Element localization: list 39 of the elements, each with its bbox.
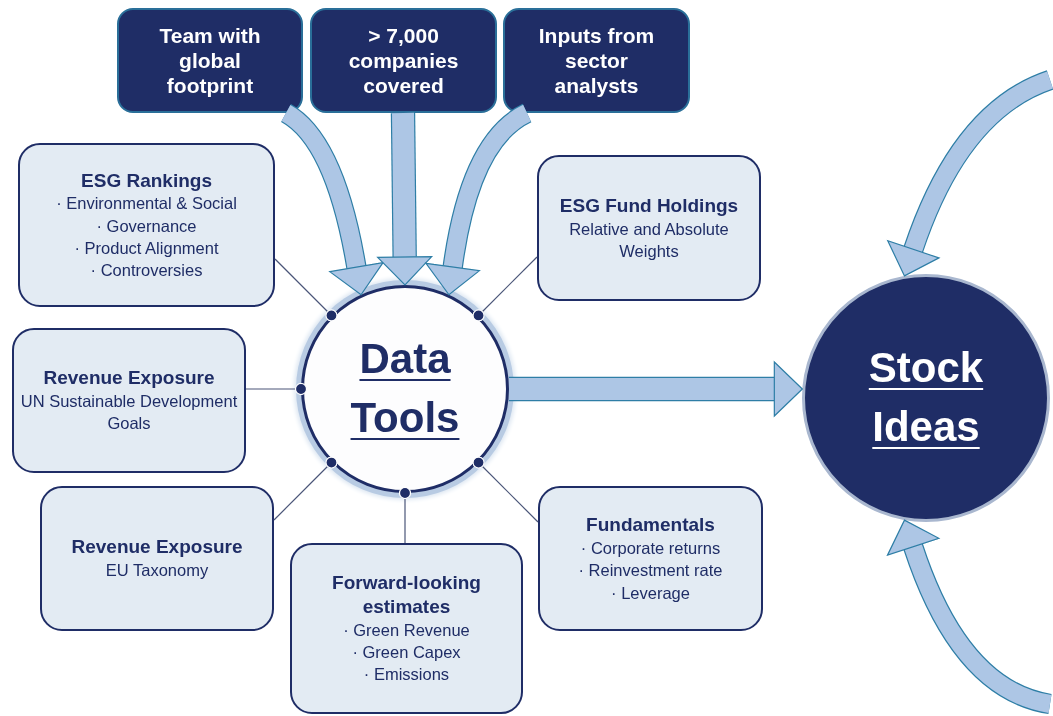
box-text: Relative and Absolute Weights xyxy=(568,218,730,262)
box-label: Inputs from sector analysts xyxy=(537,22,656,99)
connector-line xyxy=(274,258,338,322)
info-box xyxy=(538,486,763,631)
box-heading: ESG Rankings xyxy=(81,168,212,193)
connector-line xyxy=(273,456,338,521)
box-heading: Fundamentals xyxy=(586,513,715,537)
info-box xyxy=(40,486,274,631)
bullet-item: · Emissions xyxy=(363,664,450,686)
box-heading: Revenue Exposure xyxy=(43,366,215,391)
bullet-item: · Green Revenue xyxy=(343,619,470,641)
bullet-item: · Leverage xyxy=(611,582,690,604)
circle-label: Stock Ideas xyxy=(867,343,985,452)
input-box xyxy=(503,8,690,113)
info-box xyxy=(290,543,523,714)
bullet-item: · Governance xyxy=(96,215,197,237)
circle-label: Data Tools xyxy=(349,334,461,443)
box-heading: Revenue Exposure xyxy=(71,535,243,560)
connector-line xyxy=(472,256,538,322)
box-text: UN Sustainable Development Goals xyxy=(19,391,239,435)
bullet-item: · Product Alignment xyxy=(74,237,219,259)
bullet-item: · Environmental & Social xyxy=(56,193,237,215)
info-box xyxy=(18,143,275,307)
bullet-item: · Green Capex xyxy=(352,642,461,664)
input-box xyxy=(117,8,303,113)
box-heading: ESG Fund Holdings xyxy=(559,193,739,218)
bullet-item: · Reinvestment rate xyxy=(578,560,723,582)
box-text: EU Taxonomy xyxy=(105,560,209,582)
bullet-item: · Controversies xyxy=(90,260,203,282)
connector-line xyxy=(472,456,539,523)
bullet-item: · Corporate returns xyxy=(580,537,721,559)
box-label: > 7,000 companies covered xyxy=(347,22,460,99)
info-box xyxy=(537,155,761,301)
info-box xyxy=(12,328,246,473)
connector-line xyxy=(398,486,412,544)
input-box xyxy=(310,8,497,113)
connector-line xyxy=(245,382,308,396)
box-label: Team with global footprint xyxy=(158,22,262,99)
box-heading: Forward-looking estimates xyxy=(331,571,482,619)
